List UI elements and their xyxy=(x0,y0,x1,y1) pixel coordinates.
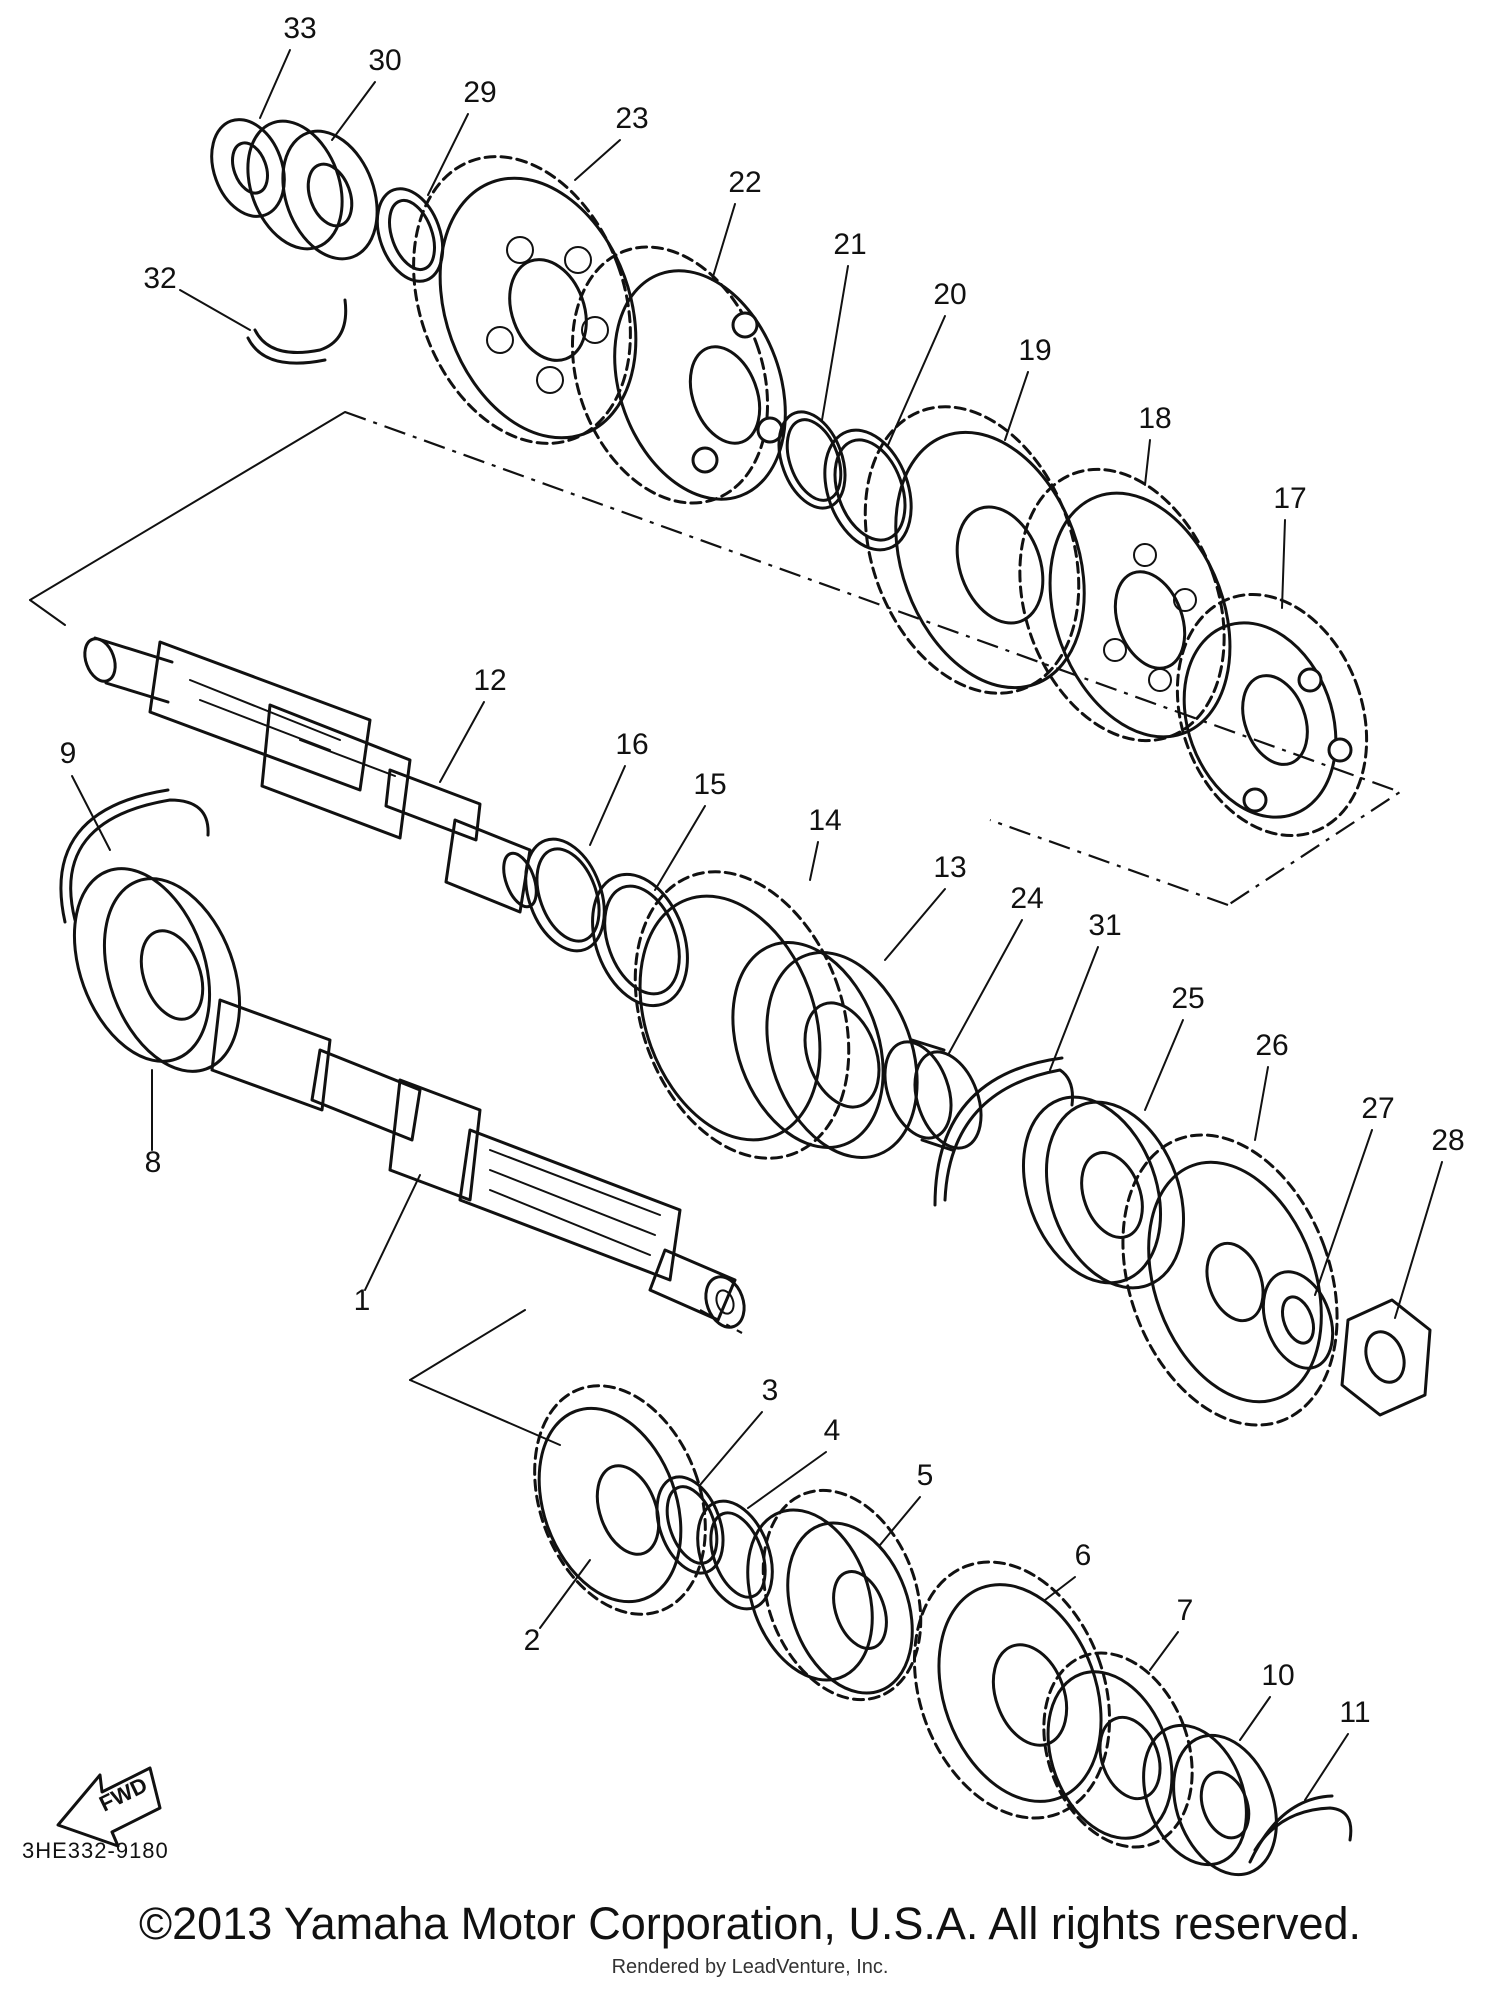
callout-21: 21 xyxy=(833,228,866,261)
callout-18: 18 xyxy=(1138,402,1171,435)
sprocket-26 xyxy=(1121,1133,1339,1427)
circlip-31 xyxy=(933,1056,1074,1207)
callout-19: 19 xyxy=(1018,334,1051,367)
circlip-3 xyxy=(655,1475,725,1575)
callout-2: 2 xyxy=(524,1624,541,1657)
fwd-arrow-icon: FWD xyxy=(56,1766,162,1848)
callout-12: 12 xyxy=(473,664,506,697)
callout-15: 15 xyxy=(693,768,726,801)
gear-22 xyxy=(570,245,787,505)
callout-13: 13 xyxy=(933,851,966,884)
main-axle-12 xyxy=(83,636,538,914)
gear-17 xyxy=(1175,592,1369,838)
callout-28: 28 xyxy=(1431,1124,1464,1157)
callout-7: 7 xyxy=(1177,1594,1194,1627)
callout-6: 6 xyxy=(1075,1539,1092,1572)
gear-23 xyxy=(412,155,638,445)
bearing-10 xyxy=(1142,1723,1278,1877)
washer-4 xyxy=(696,1499,774,1611)
gear-6 xyxy=(912,1560,1112,1820)
callout-25: 25 xyxy=(1171,982,1204,1015)
callout-33: 33 xyxy=(283,12,316,45)
callout-31: 31 xyxy=(1088,909,1121,942)
gear-7 xyxy=(1042,1651,1194,1849)
lock-washer-27 xyxy=(1261,1270,1335,1370)
gear-5 xyxy=(746,1488,923,1702)
gear-19 xyxy=(863,405,1086,695)
upper-shaft-group-outline xyxy=(29,410,1403,907)
copyright-notice: ©2013 Yamaha Motor Corporation, U.S.A. A… xyxy=(138,1898,1362,1949)
circlip-21 xyxy=(777,410,847,510)
callout-1: 1 xyxy=(354,1284,371,1317)
circlip-33 xyxy=(210,118,286,218)
drive-axle-1 xyxy=(210,998,746,1329)
callout-27: 27 xyxy=(1361,1092,1394,1125)
fwd-label: FWD xyxy=(95,1772,151,1816)
circlip-9 xyxy=(59,788,210,924)
callout-8: 8 xyxy=(145,1146,162,1179)
circlip-32 xyxy=(246,298,348,365)
callout-30: 30 xyxy=(368,44,401,77)
callout-10: 10 xyxy=(1261,1659,1294,1692)
callout-17: 17 xyxy=(1273,482,1306,515)
circlip-16 xyxy=(524,837,606,953)
callout-26: 26 xyxy=(1255,1029,1288,1062)
bearing-13 xyxy=(731,941,919,1159)
callout-9: 9 xyxy=(60,737,77,770)
callout-14: 14 xyxy=(808,804,841,837)
callout-16: 16 xyxy=(615,728,648,761)
gear-18 xyxy=(1018,467,1232,743)
callout-24: 24 xyxy=(1010,882,1043,915)
oil-seal-25 xyxy=(1021,1095,1186,1290)
gear-2 xyxy=(533,1384,707,1616)
callout-29: 29 xyxy=(463,76,496,109)
bearing-30 xyxy=(246,119,379,261)
callout-11: 11 xyxy=(1339,1696,1370,1729)
callout-20: 20 xyxy=(933,278,966,311)
callout-3: 3 xyxy=(762,1374,779,1407)
callout-5: 5 xyxy=(917,1459,934,1492)
circlip-11 xyxy=(1248,1794,1353,1864)
diagram-code: 3HE332-9180 xyxy=(22,1838,169,1863)
callout-23: 23 xyxy=(615,102,648,135)
gear-14 xyxy=(633,870,851,1160)
washer-15 xyxy=(591,872,689,1008)
washer-29 xyxy=(375,187,445,283)
callout-22: 22 xyxy=(728,166,761,199)
lower-shaft-group-outline xyxy=(409,1309,743,1446)
bearing-8 xyxy=(72,867,242,1073)
collar-24 xyxy=(883,1038,983,1152)
rendered-by-notice: Rendered by LeadVenture, Inc. xyxy=(611,1956,889,1978)
leader-lines xyxy=(71,49,1443,1801)
callout-4: 4 xyxy=(824,1414,841,1447)
callout-32: 32 xyxy=(143,262,176,295)
nut-28 xyxy=(1340,1298,1432,1417)
